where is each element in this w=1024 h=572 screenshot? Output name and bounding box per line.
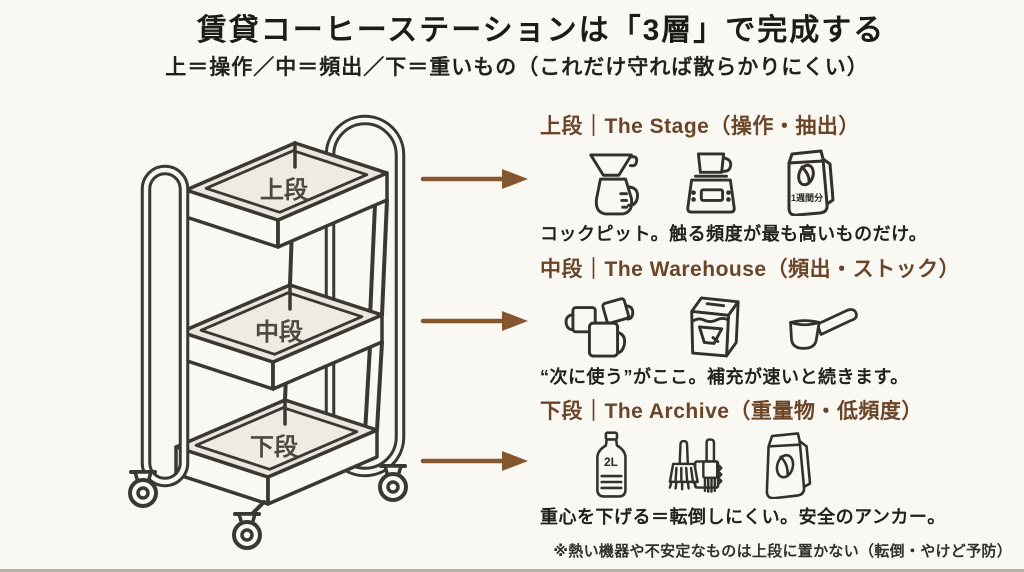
middle-shelf-label: 中段 xyxy=(255,318,303,346)
arrow-top-shelf xyxy=(420,169,528,189)
cleaning-brushes-icon xyxy=(668,438,723,493)
cart-top-tray: 上段 xyxy=(184,141,389,249)
section-middle-icons xyxy=(540,289,1024,359)
water-bottle-2l-icon: 2L xyxy=(596,431,627,498)
section-bottom-header: 下段｜The Archive（重量物・低頻度） xyxy=(540,400,923,423)
bag-badge-label: 1週間分 xyxy=(791,192,823,203)
section-top-shelf: 上段｜The Stage（操作・抽出） xyxy=(540,112,1024,246)
section-bottom-description: 重心を下げる＝転倒しにくい。安全のアンカー。 xyxy=(540,507,946,527)
coffee-bag-one-week-icon: 1週間分 xyxy=(787,149,835,216)
footnote: ※熱い機器や不安定なものは上段に置かない（転倒・やけど予防） xyxy=(553,543,1012,560)
cart-right-handle xyxy=(324,114,406,478)
scale-with-cup-icon xyxy=(686,152,736,214)
cart-left-handle xyxy=(140,164,190,488)
mug-set-icon xyxy=(564,297,635,358)
cart-caster-front xyxy=(232,512,262,550)
section-top-icons: 1週間分 xyxy=(540,146,1024,216)
cart-side-slats xyxy=(363,198,389,435)
bottom-shelf-label: 下段 xyxy=(250,433,298,461)
section-middle-description: “次に使う”がここ。補充が速いと続きます。 xyxy=(540,367,909,387)
top-shelf-label: 上段 xyxy=(260,176,308,204)
cart-illustration: 上段 中段 下段 xyxy=(128,114,408,550)
section-bottom-shelf: 下段｜The Archive（重量物・低頻度） 2L xyxy=(540,397,1024,529)
cart-caster-left xyxy=(128,470,158,508)
bottom-edge-line xyxy=(0,569,1024,572)
page-subtitle: 上＝操作／中＝頻出／下＝重いもの（これだけ守れば散らかりにくい） xyxy=(165,56,869,79)
coffee-bag-icon xyxy=(765,432,812,499)
section-top-description: コックピット。触る頻度が最も高いものだけ。 xyxy=(540,224,928,244)
section-top-header: 上段｜The Stage（操作・抽出） xyxy=(540,115,860,138)
arrow-middle-shelf xyxy=(420,311,528,331)
header: 賃貸コーヒーステーションは「3層」で完成する 上＝操作／中＝頻出／下＝重いもの（… xyxy=(0,12,1024,81)
filter-box-icon xyxy=(690,296,740,358)
cart-middle-tray: 中段 xyxy=(179,283,384,391)
section-bottom-icons: 2L xyxy=(540,431,1024,499)
section-middle-header: 中段｜The Warehouse（頻出・ストック） xyxy=(540,258,961,281)
page-title: 賃貸コーヒーステーションは「3層」で完成する xyxy=(196,14,886,47)
pour-over-dripper-icon xyxy=(589,153,639,216)
section-middle-shelf: 中段｜The Warehouse（頻出・ストック） xyxy=(540,255,1024,389)
bottle-badge-label: 2L xyxy=(604,455,618,469)
cart-bottom-tray: 下段 xyxy=(174,398,379,506)
measuring-scoop-icon xyxy=(789,308,858,350)
cart-caster-right xyxy=(378,464,408,502)
arrow-bottom-shelf xyxy=(420,451,528,471)
